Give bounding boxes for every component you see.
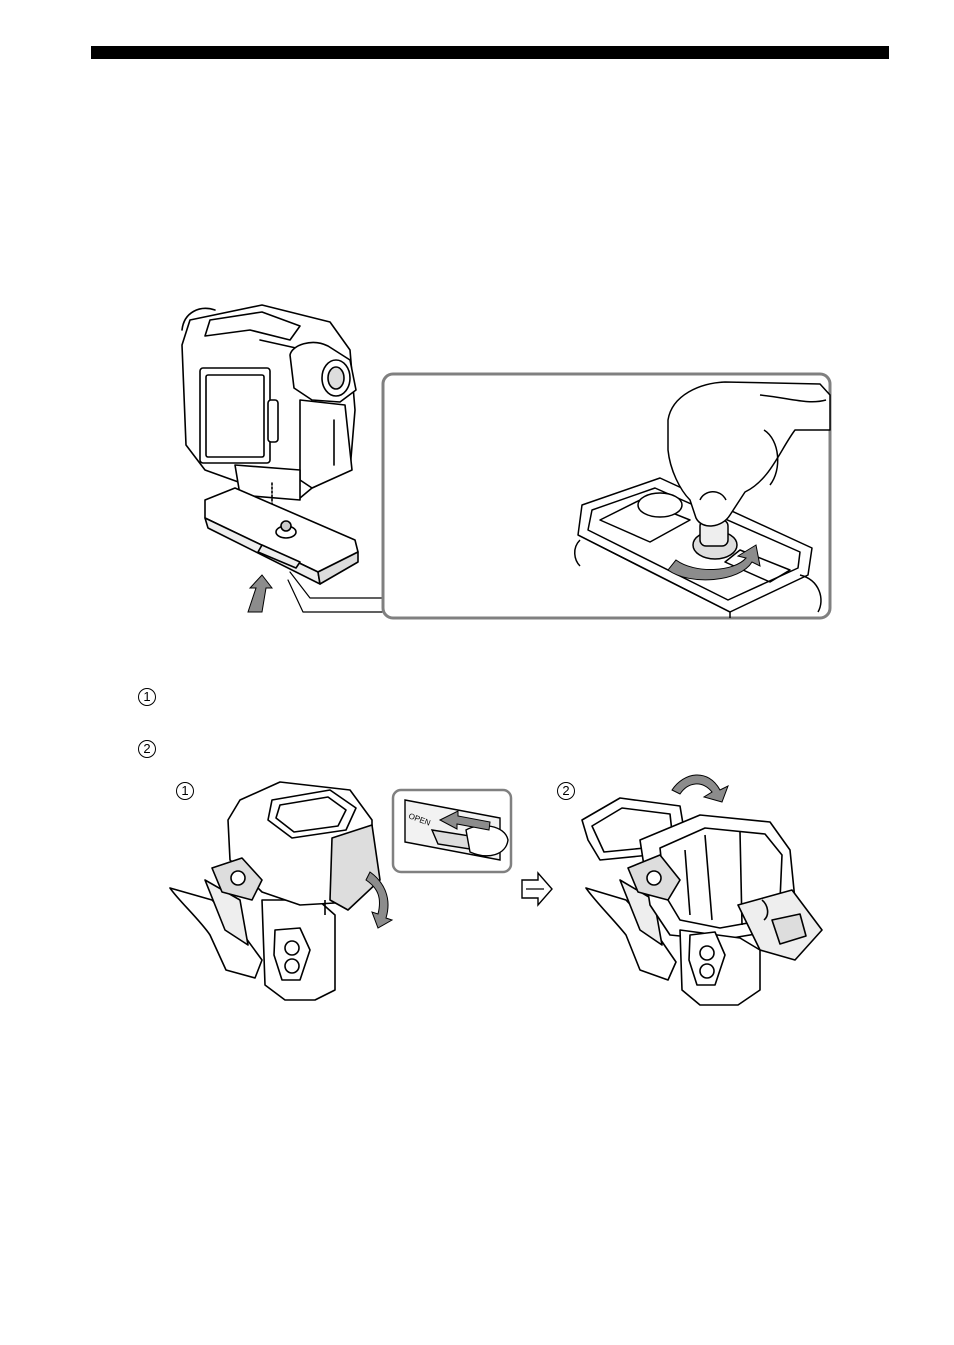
figure-label-2: 2 [557,782,575,800]
lid-open-arrow-icon [672,775,728,802]
housing-open [582,798,822,1005]
arrow-up-icon [248,575,272,612]
figure-label-1: 1 [176,782,194,800]
swing-down-icon [366,872,392,928]
housing-closed [170,782,380,1000]
